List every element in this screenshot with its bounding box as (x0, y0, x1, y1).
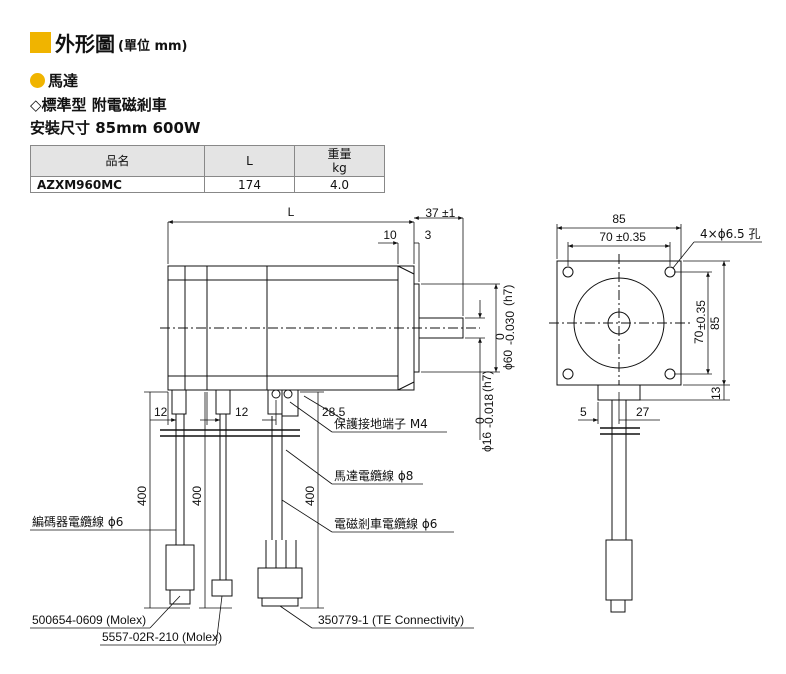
label-ground-terminal: 保護接地端子 M4 (334, 416, 428, 431)
dim-85-side: 85 (708, 316, 722, 330)
dim-phi16-top: 0 (473, 417, 487, 424)
dim-phi60-top: 0 (493, 333, 507, 340)
size-heading: 安裝尺寸 85mm 600W (30, 119, 201, 137)
square-bullet-icon (30, 32, 51, 53)
dim-37: 37 (425, 206, 439, 220)
dim-400c: 400 (303, 486, 317, 506)
unit-label: (單位 mm) (118, 39, 188, 54)
dim-85-top: 85 (612, 212, 626, 226)
dim-70-side: 70 (692, 330, 706, 344)
dim-h7a: (h7) (501, 285, 515, 306)
label-connector-2: 5557-02R-210 (Molex) (102, 630, 222, 644)
spec-table: 品名 L 重量 kg AZXM960MC 174 4.0 (30, 145, 385, 193)
dim-70-top: 70 (599, 230, 613, 244)
dimension-texts: L 37 ±1 10 3 ϕ60 -0.030 0 (h7) ϕ16 -0.01… (135, 205, 761, 506)
circle-bullet-icon (30, 73, 45, 88)
cell-model: AZXM960MC (30, 176, 205, 193)
table-header-row: 品名 L 重量 kg (30, 145, 385, 177)
label-connector-1: 500654-0609 (Molex) (32, 613, 146, 627)
dim-400b: 400 (190, 486, 204, 506)
dim-phi60: ϕ60 (501, 350, 515, 370)
dim-37-tol: ±1 (442, 206, 456, 220)
page-title: 外形圖 (55, 32, 115, 56)
dim-hole: 4×ϕ6.5 孔 (700, 227, 761, 241)
dim-5: 5 (580, 405, 587, 419)
product-name: 馬達 (48, 72, 79, 90)
dim-phi16-tol: -0.018 (482, 394, 496, 428)
dim-h7b: (h7) (480, 371, 494, 392)
variant-heading: ◇標準型 附電磁剎車 (30, 96, 167, 114)
col-name: 品名 (30, 145, 205, 177)
motor-side-view (160, 265, 480, 607)
cell-length: 174 (204, 176, 295, 193)
dim-28-5: 28.5 (322, 405, 346, 419)
dim-phi16: ϕ16 (480, 432, 494, 452)
label-connector-3: 350779-1 (TE Connectivity) (318, 613, 464, 627)
label-motor-cable: 馬達電纜線 ϕ8 (334, 468, 413, 483)
dim-70-side-tol: ±0.35 (694, 300, 708, 330)
dim-phi60-tol: -0.030 (503, 311, 517, 345)
product-heading: 馬達 (30, 70, 78, 91)
dim-10: 10 (383, 228, 397, 242)
dim-27: 27 (636, 405, 650, 419)
label-brake-cable: 電磁剎車電纜線 ϕ6 (334, 516, 437, 531)
cell-weight: 4.0 (294, 176, 385, 193)
dim-12b: 12 (235, 405, 249, 419)
col-length: L (204, 145, 295, 177)
label-encoder-cable: 編碼器電纜線 ϕ6 (32, 514, 123, 529)
callout-labels: 保護接地端子 M4 馬達電纜線 ϕ8 編碼器電纜線 ϕ6 電磁剎車電纜線 ϕ6 … (32, 416, 464, 644)
dim-3: 3 (425, 228, 432, 242)
motor-front-view (549, 254, 690, 613)
dim-12a: 12 (154, 405, 168, 419)
dim-70-top-tol: ±0.35 (616, 230, 646, 244)
table-row: AZXM960MC 174 4.0 (30, 176, 385, 193)
header: 外形圖 (單位 mm) (30, 28, 188, 57)
dim-400a: 400 (135, 486, 149, 506)
dim-L: L (288, 205, 295, 219)
dim-13: 13 (709, 386, 723, 400)
dimension-lines (30, 216, 762, 646)
